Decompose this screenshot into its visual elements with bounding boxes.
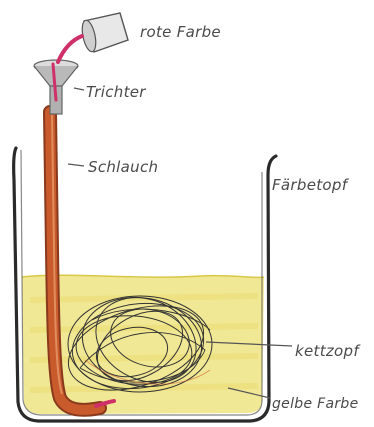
label-rote-farbe: rote Farbe xyxy=(140,23,221,41)
label-kettzopf: kettzopf xyxy=(295,342,361,360)
label-gelbe-farbe: gelbe Farbe xyxy=(272,396,359,412)
label-schlauch: Schlauch xyxy=(88,158,158,176)
funnel-icon xyxy=(34,60,78,114)
label-trichter: Trichter xyxy=(86,83,146,101)
paint-cup-icon xyxy=(58,13,128,62)
label-faerbetopf: Färbetopf xyxy=(272,176,350,194)
